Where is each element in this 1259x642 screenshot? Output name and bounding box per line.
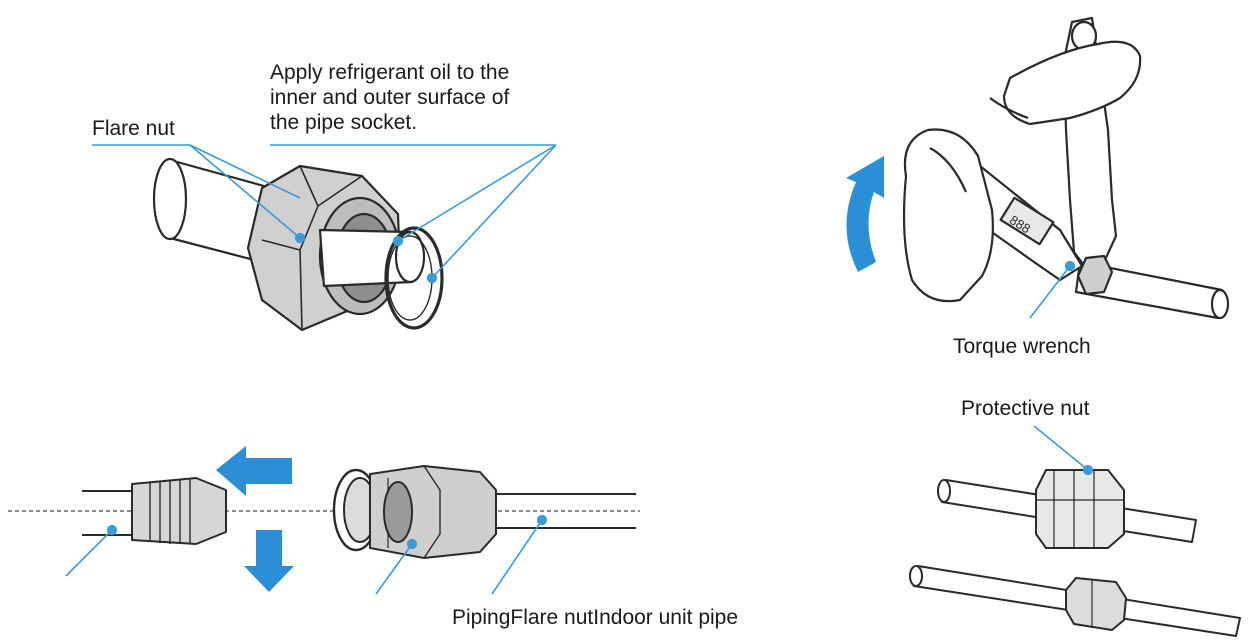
refrigerant-oil-label-line3: the pipe socket. — [270, 110, 509, 135]
torque-wrench-illustration: 888 — [904, 18, 1228, 318]
piping-illustration — [82, 478, 226, 544]
arrow-down-icon — [244, 530, 294, 592]
flare-nut-label: Flare nut — [92, 116, 175, 141]
protective-nut-illustration — [910, 470, 1240, 636]
bottom-caption: PipingFlare nutIndoor unit pipe — [452, 605, 738, 630]
protective-nut-label: Protective nut — [961, 396, 1089, 421]
flare-nut-illustration — [154, 159, 442, 330]
refrigerant-oil-label-line2: inner and outer surface of — [270, 85, 509, 110]
rotation-arrow-icon — [846, 156, 884, 272]
arrow-left-icon — [216, 446, 292, 496]
leader-line-protective — [1034, 426, 1088, 470]
refrigerant-oil-label: Apply refrigerant oil to the inner and o… — [270, 60, 509, 135]
torque-wrench-label: Torque wrench — [953, 334, 1091, 359]
flare-nut-bottom-illustration — [334, 466, 636, 558]
refrigerant-oil-label-line1: Apply refrigerant oil to the — [270, 60, 509, 85]
